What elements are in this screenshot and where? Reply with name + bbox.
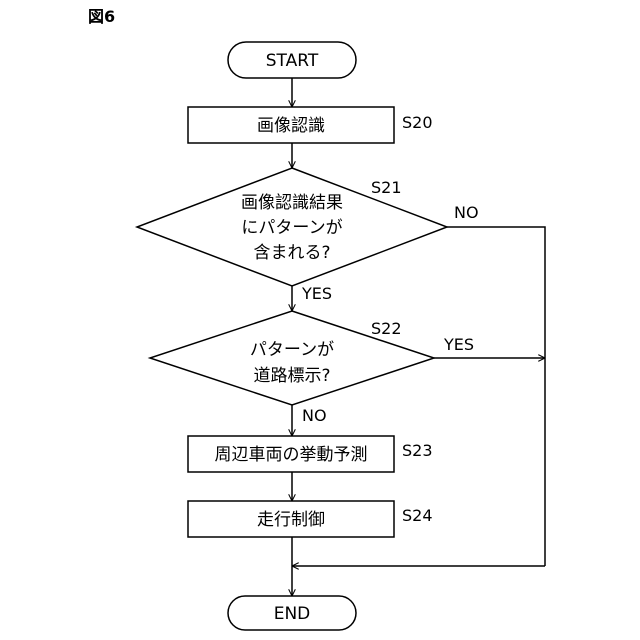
s21-line-3: 含まれる? [253,243,330,263]
figure-label: 図6 [88,7,115,26]
s21-line-2: にパターンが [241,218,342,238]
s22-yes-label: YES [443,335,474,354]
s22-line-1: パターンが [250,340,334,360]
s23-label: 周辺車両の挙動予測 [215,445,368,465]
s23-step-label: S23 [402,441,433,460]
s20-step-label: S20 [402,113,433,132]
s22-no-label: NO [302,406,327,425]
s21-step-label: S21 [371,178,402,197]
s20-label: 画像認識 [257,116,325,136]
s22-step-label: S22 [371,319,402,338]
s24-label: 走行制御 [257,510,325,530]
s21-yes-label: YES [301,284,332,303]
s21-no-label: NO [454,203,479,222]
s22-line-2: 道路標示? [253,366,330,386]
edge-s21-no [447,227,545,566]
start-label: START [266,51,319,71]
s21-line-1: 画像認識結果 [241,193,343,213]
end-label: END [274,604,311,624]
s24-step-label: S24 [402,506,433,525]
